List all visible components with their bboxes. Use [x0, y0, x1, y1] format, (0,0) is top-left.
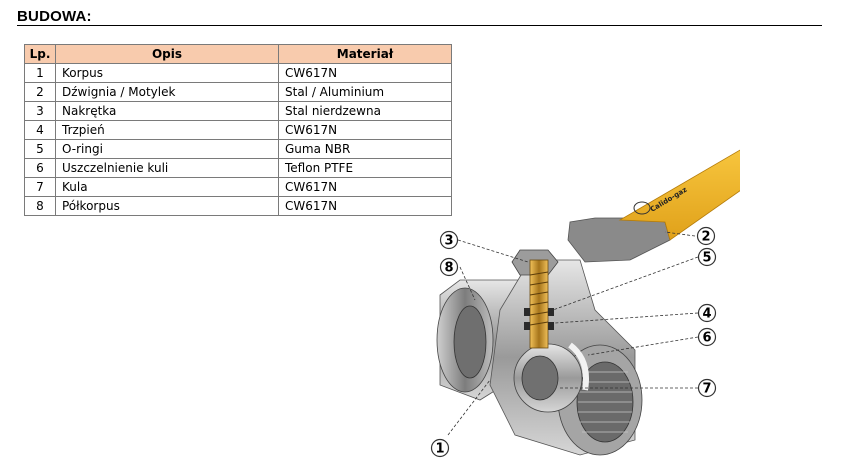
svg-text:3: 3	[444, 234, 453, 249]
callout-2: 2	[696, 226, 716, 246]
cell-number: 2	[24, 82, 56, 102]
cell-material: CW617N	[278, 63, 452, 83]
table-row: 3 Nakrętka Stal nierdzewna	[24, 101, 452, 121]
o-rings-part	[524, 308, 554, 330]
svg-text:6: 6	[702, 331, 711, 346]
stem-part	[529, 259, 549, 349]
cell-description: Kula	[55, 177, 279, 197]
leader-lines	[447, 231, 699, 436]
svg-text:7: 7	[702, 382, 711, 397]
callout-5: 5	[697, 247, 717, 267]
callout-8: 8	[439, 257, 459, 277]
cell-description: Nakrętka	[55, 101, 279, 121]
cell-description: Trzpień	[55, 120, 279, 140]
column-header-description: Opis	[55, 44, 279, 64]
callout-7: 7	[697, 378, 717, 398]
table-row: 7 Kula CW617N	[24, 177, 452, 197]
callout-3: 3	[439, 230, 459, 250]
cell-description: Dźwignia / Motylek	[55, 82, 279, 102]
cell-material: Stal / Aluminium	[278, 82, 452, 102]
cell-description: Korpus	[55, 63, 279, 83]
section-heading: BUDOWA:	[17, 8, 92, 25]
callout-1: 1	[430, 438, 450, 458]
cell-number: 5	[24, 139, 56, 159]
table-header-row: Lp. Opis Materiał	[24, 44, 452, 64]
cell-number: 6	[24, 158, 56, 178]
table-row: 1 Korpus CW617N	[24, 63, 452, 83]
cell-material: CW617N	[278, 196, 452, 216]
cell-material: CW617N	[278, 177, 452, 197]
ball-valve-cutaway-diagram: Calido-gaz	[430, 149, 740, 458]
cell-description: O-ringi	[55, 139, 279, 159]
cell-number: 4	[24, 120, 56, 140]
cell-number: 3	[24, 101, 56, 121]
cell-number: 1	[24, 63, 56, 83]
parts-table: Lp. Opis Materiał 1 Korpus CW617N 2 Dźwi…	[24, 44, 452, 216]
svg-text:5: 5	[702, 251, 711, 266]
table-row: 2 Dźwignia / Motylek Stal / Aluminium	[24, 82, 452, 102]
column-header-material: Materiał	[278, 44, 452, 64]
svg-text:2: 2	[701, 230, 710, 245]
handle-part: Calido-gaz	[567, 149, 740, 263]
cell-description: Uszczelnienie kuli	[55, 158, 279, 178]
table-row: 4 Trzpień CW617N	[24, 120, 452, 140]
table-row: 8 Półkorpus CW617N	[24, 196, 452, 216]
svg-text:4: 4	[702, 307, 711, 322]
table-row: 6 Uszczelnienie kuli Teflon PTFE	[24, 158, 452, 178]
svg-text:8: 8	[444, 261, 453, 276]
svg-text:1: 1	[435, 442, 444, 457]
column-header-number: Lp.	[24, 44, 56, 64]
cell-number: 8	[24, 196, 56, 216]
cell-description: Półkorpus	[55, 196, 279, 216]
callout-4: 4	[697, 303, 717, 323]
ball-seat-part	[568, 342, 589, 391]
callout-6: 6	[697, 327, 717, 347]
table-row: 5 O-ringi Guma NBR	[24, 139, 452, 159]
cell-number: 7	[24, 177, 56, 197]
heading-underline	[17, 25, 822, 26]
